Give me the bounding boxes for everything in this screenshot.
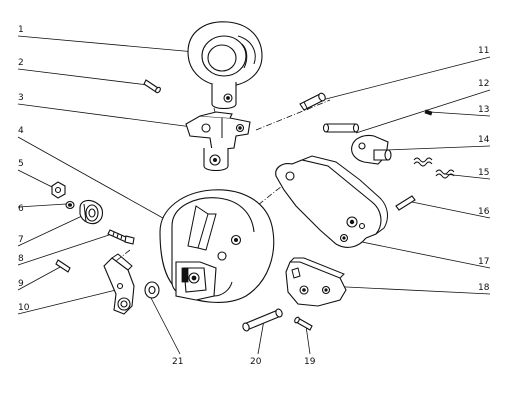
part-7-roller xyxy=(79,199,104,225)
callout-8: 8 xyxy=(18,254,24,264)
part-3-clevis xyxy=(185,111,251,172)
part-5-nut xyxy=(51,181,66,199)
part-17-side-plates xyxy=(275,155,388,248)
callout-labels: 1 2 3 4 5 6 7 8 9 10 11 12 13 14 15 16 1… xyxy=(18,25,490,367)
callout-15: 15 xyxy=(478,168,489,178)
part-11-pin xyxy=(299,92,326,111)
part-6-washer xyxy=(65,200,75,210)
part-21-washer xyxy=(144,281,160,299)
callout-20: 20 xyxy=(250,357,262,367)
callout-5: 5 xyxy=(18,159,24,169)
part-9-pin xyxy=(55,259,71,273)
callout-2: 2 xyxy=(18,58,24,68)
callout-7: 7 xyxy=(18,235,24,245)
callout-17: 17 xyxy=(478,257,489,267)
callout-21: 21 xyxy=(172,357,183,367)
part-2-pin xyxy=(143,79,161,94)
part-13-screw xyxy=(424,109,433,116)
part-1-shackle xyxy=(187,21,263,110)
callout-14: 14 xyxy=(478,135,490,145)
leader-lines xyxy=(17,35,491,355)
callout-10: 10 xyxy=(18,303,30,313)
part-10-lever xyxy=(103,253,135,315)
callout-9: 9 xyxy=(18,279,24,289)
part-8-bolt xyxy=(107,229,135,245)
callout-12: 12 xyxy=(478,79,489,89)
part-4-main-body xyxy=(159,189,275,303)
part-16-pin xyxy=(395,195,416,211)
callout-11: 11 xyxy=(478,46,489,56)
part-19-pin xyxy=(294,316,313,331)
part-18-jaw-plate xyxy=(285,257,347,307)
callout-13: 13 xyxy=(478,105,489,115)
callout-4: 4 xyxy=(18,126,24,136)
callout-18: 18 xyxy=(478,283,490,293)
part-12-pin xyxy=(322,123,360,133)
part-15-springs xyxy=(413,157,455,179)
callout-3: 3 xyxy=(18,93,24,103)
part-20-long-pin xyxy=(242,308,283,332)
part-14-cam xyxy=(351,134,392,165)
callout-1: 1 xyxy=(18,25,24,35)
callout-6: 6 xyxy=(18,204,24,214)
callout-19: 19 xyxy=(304,357,316,367)
callout-16: 16 xyxy=(478,207,490,217)
